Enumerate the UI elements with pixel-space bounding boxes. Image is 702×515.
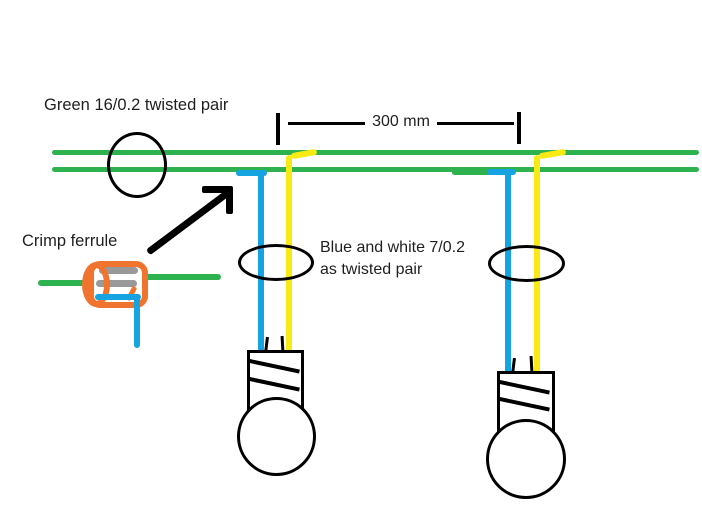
ferrule-stripped-strand-1: [99, 267, 138, 274]
green-bus-wire-top: [52, 150, 699, 155]
ferrule-green-wire-left: [38, 280, 90, 286]
ferrule-stripped-strand-2: [96, 280, 137, 287]
ferrule-blue-wire-horizontal: [95, 294, 141, 300]
ferrule-green-wire-right: [145, 274, 221, 280]
crimp-ferrule-label: Crimp ferrule: [22, 232, 118, 250]
green-bus-wire-dip: [452, 170, 500, 175]
arrow-head-barb-top: [202, 186, 233, 193]
drop-pair-label-line2: as twisted pair: [320, 261, 423, 278]
ferrule-blue-wire-vertical: [134, 294, 140, 348]
arrow-head-barb-right: [226, 187, 233, 214]
dimension-label-wrap: 300 mm: [288, 113, 514, 131]
right-lamp-bulb: [486, 419, 566, 499]
left-drop-twist-marker: [238, 244, 314, 281]
right-drop-twist-marker: [488, 245, 565, 282]
left-drop-blue-tap: [236, 170, 267, 176]
crimp-ferrule-open-end: [82, 262, 110, 307]
left-lamp-bulb: [237, 397, 316, 476]
dimension-tick-right: [517, 112, 521, 144]
green-bus-wire-bottom: [52, 167, 699, 172]
dimension-label: 300 mm: [365, 113, 437, 131]
twisted-pair-loop-marker: [107, 132, 167, 198]
right-drop-blue-tap: [487, 169, 516, 175]
dimension-tick-left: [276, 113, 280, 145]
green-pair-label: Green 16/0.2 twisted pair: [44, 96, 229, 114]
arrow-shaft: [145, 187, 234, 256]
drop-pair-label-line1: Blue and white 7/0.2: [320, 239, 465, 256]
